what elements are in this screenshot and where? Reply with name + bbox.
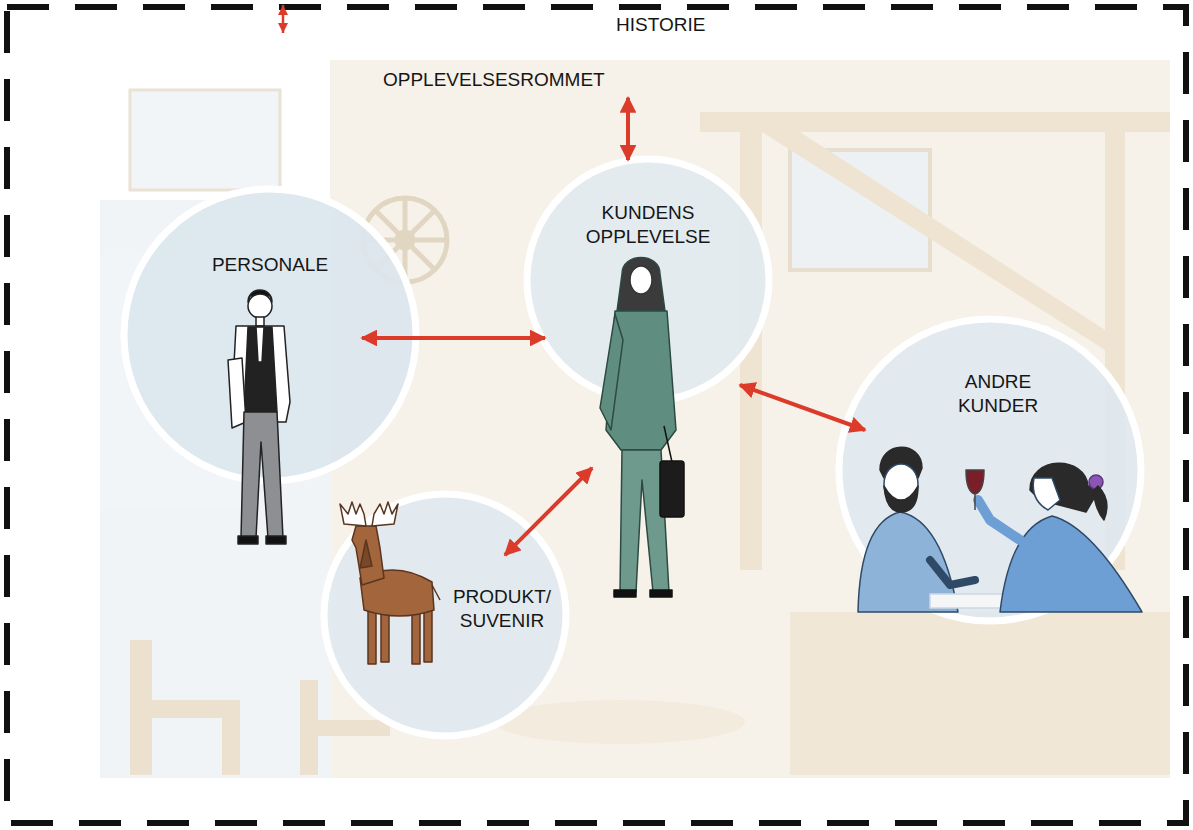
- waiter-figure: [248, 294, 272, 318]
- waiter-figure: [238, 536, 258, 544]
- circle-outline: [839, 319, 1141, 621]
- couple-figure: [884, 486, 918, 512]
- double-arrow: [626, 98, 630, 160]
- restaurant-background: [100, 60, 1170, 778]
- double-arrow: [505, 468, 592, 555]
- waiter-figure: [266, 536, 286, 544]
- couple-figure: [1030, 463, 1100, 512]
- waiter-figure: [256, 327, 264, 362]
- dashed-frame: [7, 7, 1186, 823]
- couple-figure: [1033, 478, 1060, 510]
- couple-figure: [930, 560, 975, 585]
- chair: [300, 720, 390, 736]
- moose-souvenir: [360, 540, 372, 568]
- customer-figure: [614, 590, 636, 597]
- waiter-figure: [241, 412, 283, 538]
- node-text: KUNDENS OPPLEVELSE: [578, 201, 718, 249]
- moose-souvenir: [340, 502, 440, 664]
- history-arrow: [282, 5, 285, 33]
- waiter-figure: [256, 317, 264, 326]
- counter: [790, 612, 1170, 775]
- dashed-frame: [7, 7, 1186, 823]
- customer-figure: [664, 426, 672, 462]
- couple-figure: [1000, 516, 1142, 612]
- label-holder: HISTORIE: [614, 13, 707, 37]
- customer-figure: [600, 258, 684, 598]
- couple-figure: [1089, 475, 1103, 489]
- moose-souvenir: [352, 526, 384, 585]
- node-text: PERSONALE: [212, 253, 328, 277]
- customer-figure: [660, 461, 684, 517]
- node-text: ANDRE KUNDER: [938, 370, 1058, 418]
- customer-figure: [650, 590, 672, 597]
- moose-souvenir: [372, 502, 398, 526]
- moose-souvenir: [432, 585, 440, 600]
- space-label: OPPLEVELSESROMMET: [383, 68, 605, 92]
- pergola: [700, 112, 1170, 132]
- couple-figure: [858, 447, 1142, 612]
- couple-figure: [978, 500, 1020, 540]
- waiter-figure: [228, 290, 290, 544]
- customer-figure: [617, 258, 665, 312]
- window: [130, 90, 280, 190]
- moose-souvenir: [340, 502, 366, 526]
- customer-figure: [630, 266, 652, 294]
- couple-figure: [974, 494, 976, 510]
- couple-figure: [966, 470, 984, 494]
- double-arrow: [362, 336, 545, 340]
- couple-figure: [1094, 486, 1107, 520]
- waiter-figure: [244, 327, 277, 412]
- pergola: [762, 132, 1105, 350]
- node-text: OPPLEVELSESROMMET: [383, 68, 605, 92]
- node-text: PRODUKT/ SUVENIR: [447, 585, 557, 633]
- chair: [222, 700, 240, 775]
- history-arrow: [283, 5, 284, 33]
- table: [495, 700, 745, 744]
- customer-figure: [600, 314, 623, 430]
- double-arrow: [740, 385, 865, 430]
- heading-label: HISTORIE: [614, 13, 707, 37]
